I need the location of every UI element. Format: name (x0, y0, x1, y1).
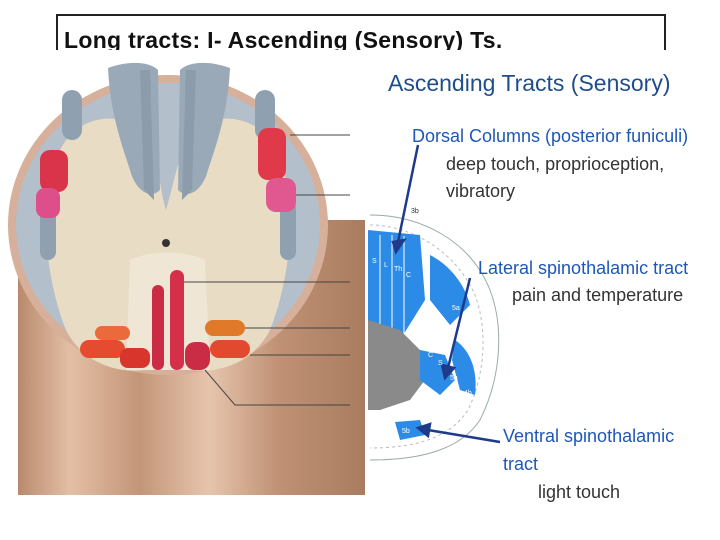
tract-red-lower-left-2 (120, 348, 150, 368)
spinal-cord-diagram (8, 62, 501, 495)
tract-pink-right (266, 178, 296, 212)
tract-orange-2 (210, 340, 250, 358)
tract-orange-left (95, 326, 130, 340)
small-label: 5a (450, 375, 458, 382)
tract-red-upper-right (258, 128, 286, 180)
white-lump-l2 (62, 90, 82, 140)
tract-red-vertical (170, 270, 184, 370)
small-label: 5a (452, 305, 460, 312)
small-label: S (438, 360, 443, 367)
tract-desc-dorsal-1: deep touch, proprioception, (446, 154, 665, 174)
schematic-gray-matter (368, 320, 425, 410)
tract-desc-lateral: pain and temperature (512, 285, 684, 305)
schematic-ventral-tract (395, 420, 425, 440)
schematic-section (368, 214, 500, 461)
white-lump-r1 (280, 200, 296, 260)
slide-title: Long tracts: I- Ascending (Sensory) Ts. (56, 14, 666, 50)
tract-name-lateral: Lateral spinothalamic tract (478, 258, 689, 278)
small-label: C (406, 272, 412, 279)
small-label: C (428, 352, 434, 359)
dorsal-column-mid-left (140, 70, 154, 200)
small-label: L (384, 262, 388, 269)
pointer-lines (184, 134, 350, 406)
tract-desc-ventral: light touch (538, 482, 621, 502)
schematic-lateral-tract (420, 350, 455, 395)
tract-name-dorsal: Dorsal Columns (posterior funiculi) (412, 126, 689, 146)
diagram-heading: Ascending Tracts (Sensory) (388, 70, 671, 96)
small-label: S (372, 258, 377, 265)
small-label: Th (394, 266, 403, 273)
small-label: 3b (411, 208, 419, 215)
small-label: 5b (402, 428, 410, 435)
tract-red-left (40, 150, 68, 192)
schematic-lateral-tract-2 (430, 255, 470, 325)
tract-red-lower-left (80, 340, 125, 358)
tract-red-vertical-left (152, 285, 164, 370)
arrows (391, 144, 501, 444)
tract-pink-left (36, 188, 60, 218)
tract-orange-1 (205, 320, 245, 336)
central-canal (162, 239, 170, 247)
small-label: 4b (464, 390, 472, 397)
tract-red-lower-mid (185, 342, 210, 370)
tract-desc-dorsal-2: vibratory (446, 181, 516, 201)
schematic-lateral-tract-3 (452, 340, 476, 395)
schematic-outline-inner (369, 224, 484, 449)
schematic-dorsal-columns (368, 230, 425, 340)
white-lump-r2 (255, 90, 275, 140)
tract-name-ventral-2: tract (503, 454, 539, 474)
dorsal-column-mid-right (182, 70, 196, 200)
tract-name-ventral-1: Ventral spinothalamic (503, 426, 675, 446)
